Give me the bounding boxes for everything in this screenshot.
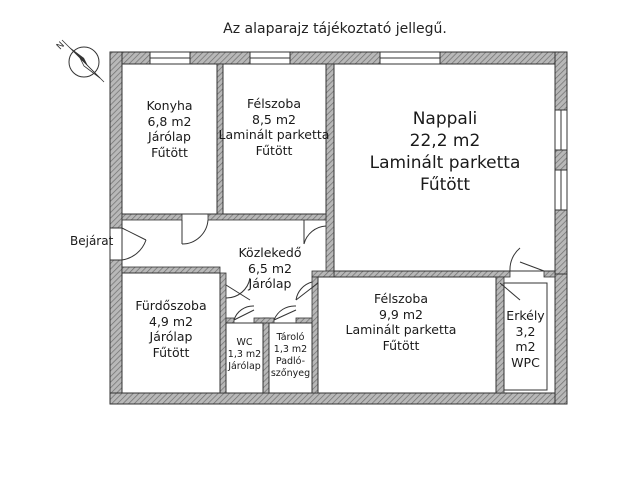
room-floor: Padló- xyxy=(275,355,306,367)
room-floor: Járólap xyxy=(149,329,193,345)
room-name: WC xyxy=(236,337,253,348)
interior-walls xyxy=(121,63,556,394)
room-area: 9,9 m2 xyxy=(379,306,423,322)
room-area: 1,3 m2 xyxy=(227,348,262,360)
room-area: 1,3 m2 xyxy=(273,343,308,355)
room-label-konyha: Konyha 6,8 m2 Járólap Fűtött xyxy=(122,98,217,161)
room-floor: Laminált parketta xyxy=(345,322,457,338)
room-area: 4,9 m2 xyxy=(149,313,193,329)
room-heating: Fűtött xyxy=(419,175,471,196)
entrance-label: Bejárat xyxy=(70,234,114,248)
room-name: Konyha xyxy=(146,98,193,113)
room-floor: Laminált parketta xyxy=(369,153,521,174)
room-heating: Fűtött xyxy=(382,337,420,353)
room-area: 8,5 m2 xyxy=(252,111,296,127)
room-name: Nappali xyxy=(412,109,478,129)
room-floor: WPC xyxy=(511,354,540,370)
windows xyxy=(149,51,568,211)
room-label-kozlekedo: Közlekedő 6,5 m2 Járólap xyxy=(225,245,315,292)
room-name: Erkély xyxy=(506,308,545,323)
room-label-nappali: Nappali 22,2 m2 Laminált parketta Fűtött xyxy=(340,108,550,196)
room-area: 22,2 m2 xyxy=(409,131,481,152)
room-area: 3,2 m2 xyxy=(515,323,536,355)
room-area: 6,8 m2 xyxy=(147,113,192,129)
room-area: 6,5 m2 xyxy=(248,260,292,276)
room-label-furdoszoba: Fürdőszoba 4,9 m2 Járólap Fűtött xyxy=(122,298,220,361)
room-heating: Fűtött xyxy=(152,344,190,360)
outer-walls xyxy=(109,51,568,405)
svg-text:N: N xyxy=(55,40,67,52)
room-name: Tároló xyxy=(276,332,305,343)
disclaimer-note: Az alaparajz tájékoztató jellegű. xyxy=(223,21,447,37)
room-label-erkely: Erkély 3,2 m2 WPC xyxy=(504,308,547,371)
room-floor: Járólap xyxy=(228,360,261,372)
room-name: Fürdőszoba xyxy=(135,298,207,313)
room-heating: Fűtött xyxy=(255,142,293,158)
room-label-tarolo: Tároló 1,3 m2 Padló- szőnyeg xyxy=(267,332,314,380)
room-floor: Járólap xyxy=(248,276,292,292)
north-arrow-icon: N xyxy=(55,39,105,83)
room-floor: Laminált parketta xyxy=(218,127,330,143)
room-floor: Járólap xyxy=(148,129,191,145)
room-heating: Fűtött xyxy=(151,144,188,160)
doors xyxy=(109,219,545,321)
room-label-felszoba-2: Félszoba 9,9 m2 Laminált parketta Fűtött xyxy=(338,291,464,354)
room-floor: szőnyeg xyxy=(270,367,311,379)
room-name: Félszoba xyxy=(247,96,301,111)
room-label-wc: WC 1,3 m2 Járólap xyxy=(222,337,267,373)
room-label-felszoba-1: Félszoba 8,5 m2 Laminált parketta Fűtött xyxy=(214,96,334,159)
room-name: Félszoba xyxy=(374,291,428,306)
room-name: Közlekedő xyxy=(238,245,302,260)
